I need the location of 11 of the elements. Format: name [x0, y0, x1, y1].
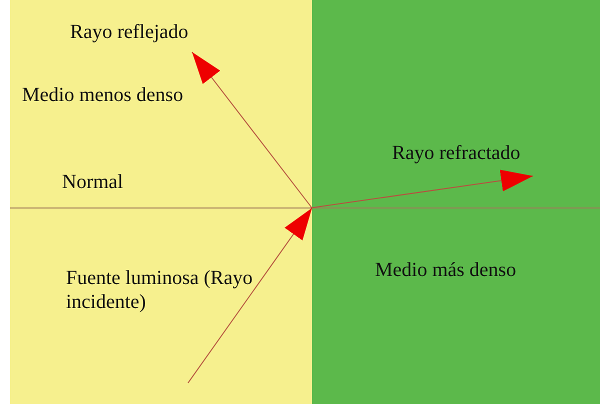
- ray-label: Fuente luminosa (Rayo incidente): [66, 266, 256, 314]
- light-ray-arrow: [188, 208, 312, 384]
- normal-label: Normal: [62, 170, 124, 194]
- medium-label: Medio más denso: [375, 258, 518, 282]
- medium-region: [10, 0, 312, 404]
- ray-label: Rayo refractado: [392, 141, 562, 165]
- ray-label: Rayo reflejado: [70, 20, 230, 44]
- medium-label: Medio menos denso: [22, 83, 184, 107]
- light-ray-arrow: [192, 52, 312, 208]
- medium-region: [312, 0, 600, 404]
- light-ray-arrow: [310, 170, 534, 208]
